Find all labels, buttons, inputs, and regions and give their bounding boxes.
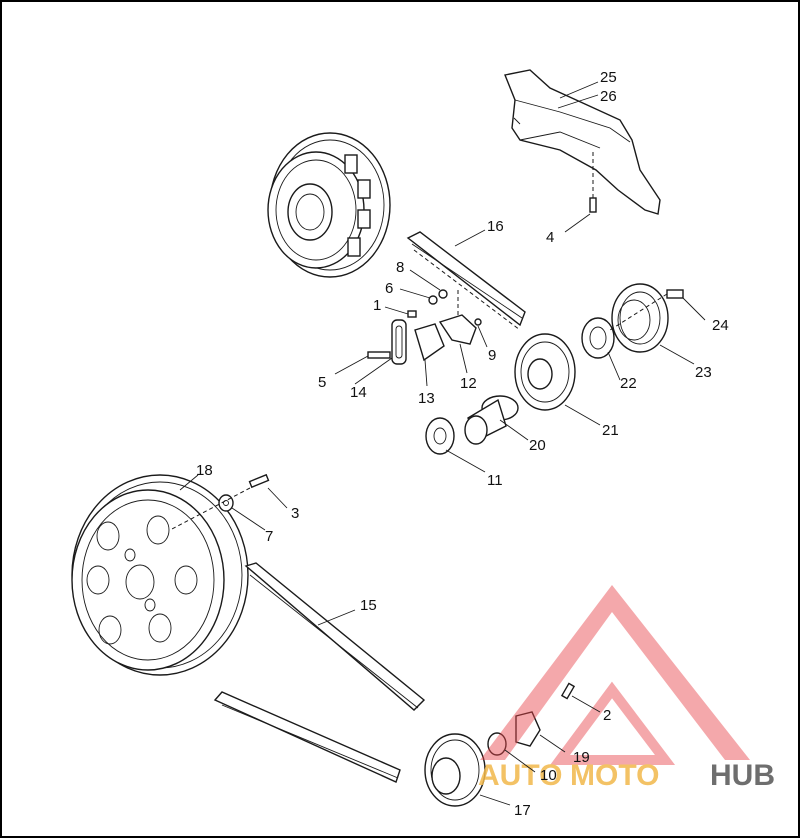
callout-1: 1 <box>373 297 381 314</box>
chain-tensioner-part <box>367 314 482 365</box>
rear-pulley-part <box>71 474 249 676</box>
drive-belt-part <box>213 562 426 783</box>
watermark-logo: AUTO MOTO HUB <box>478 585 775 792</box>
chain-guard-part <box>504 69 661 215</box>
callout-25: 25 <box>600 69 617 86</box>
stator-part-23 <box>611 283 669 353</box>
callout-3: 3 <box>291 505 299 522</box>
watermark-hub: HUB <box>710 759 775 792</box>
callout-19: 19 <box>573 749 590 766</box>
callout-7: 7 <box>265 528 273 545</box>
triangle-logo-icon <box>480 585 750 760</box>
callout-21: 21 <box>602 422 619 439</box>
callout-18: 18 <box>196 462 213 479</box>
screw-part-2 <box>560 682 576 700</box>
callout-12: 12 <box>460 375 477 392</box>
callout-11: 11 <box>487 472 503 489</box>
callout-22: 22 <box>620 375 637 392</box>
callout-24: 24 <box>712 317 729 334</box>
leader-lines <box>179 81 706 806</box>
callout-14: 14 <box>350 384 367 401</box>
washer-part-7 <box>218 494 234 512</box>
screw-part-4 <box>589 150 597 213</box>
callout-15: 15 <box>360 597 377 614</box>
transmission-sprocket-part <box>424 733 486 807</box>
washer-part-11 <box>425 417 455 455</box>
bolt-part-3 <box>169 473 270 531</box>
watermark-moto: MOTO <box>570 759 659 792</box>
callout-8: 8 <box>396 259 404 276</box>
callout-23: 23 <box>695 364 712 381</box>
hardware-parts <box>407 289 448 318</box>
watermark-auto: AUTO <box>478 759 562 792</box>
callout-5: 5 <box>318 374 326 391</box>
bolt-part-24 <box>609 289 684 331</box>
callout-2: 2 <box>603 707 611 724</box>
callout-26: 26 <box>600 88 617 105</box>
callout-17: 17 <box>514 802 531 819</box>
engine-sprocket-part <box>514 333 576 411</box>
callout-13: 13 <box>418 390 435 407</box>
clutch-basket-part <box>267 132 391 278</box>
callout-4: 4 <box>546 229 554 246</box>
callout-labels: 25 26 4 16 8 6 1 9 12 13 14 5 21 20 11 2… <box>196 69 729 819</box>
rotor-part-22 <box>581 317 615 359</box>
callout-6: 6 <box>385 280 393 297</box>
callout-10: 10 <box>540 767 557 784</box>
callout-16: 16 <box>487 218 504 235</box>
nut-part-10 <box>487 732 507 756</box>
spacer-part-20 <box>464 395 519 445</box>
callout-20: 20 <box>529 437 546 454</box>
lock-plate-part-19 <box>515 711 541 747</box>
callout-9: 9 <box>488 347 496 364</box>
